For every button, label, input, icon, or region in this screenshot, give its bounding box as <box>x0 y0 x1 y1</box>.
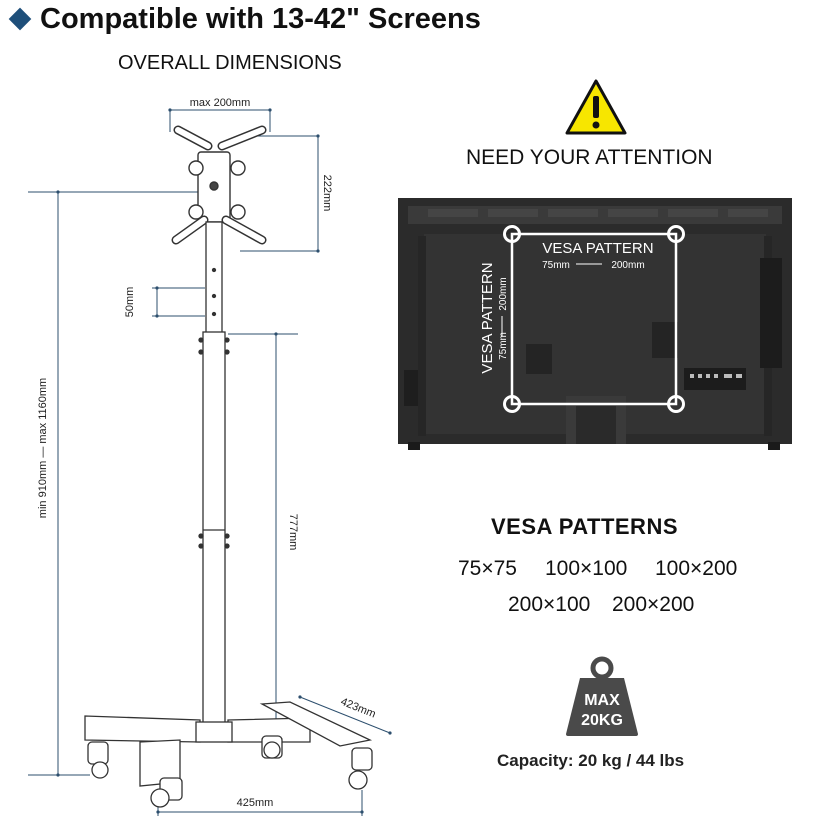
diamond-bullet-icon <box>8 7 32 31</box>
dim-label-base-width: 425mm <box>237 797 274 809</box>
section-subtitle: OVERALL DIMENSIONS <box>118 52 342 74</box>
vesa-bracket <box>171 125 267 245</box>
vesa-horizontal-label: VESA PATTERN <box>542 240 653 257</box>
tv-stand-diagram: max 200mm 222mm 50mm min 910mm — max 116… <box>28 97 392 816</box>
vesa-horizontal-max: 200mm <box>611 260 644 271</box>
page-title: Compatible with 13-42" Screens <box>40 2 481 35</box>
dim-label-overall-height: min 910mm — max 1160mm <box>37 378 49 518</box>
vesa-pattern-item: 100×200 <box>655 557 738 580</box>
dim-label-pole-height: 777mm <box>287 514 299 551</box>
dim-label-bracket-height: 222mm <box>321 175 333 212</box>
tv-back-panel: VESA PATTERN 75mm 200mm VESA PATTERN 75m… <box>398 198 792 450</box>
title-row: Compatible with 13-42" Screens <box>6 0 481 38</box>
vesa-vertical-max: 200mm <box>498 277 509 310</box>
vesa-pattern-item: 100×100 <box>545 557 628 580</box>
dim-label-adjust-step: 50mm <box>124 287 136 318</box>
capacity-label: Capacity: 20 kg / 44 lbs <box>497 751 685 770</box>
attention-label: NEED YOUR ATTENTION <box>466 146 713 169</box>
weight-badge-icon: MAX 20KG <box>566 656 638 736</box>
vesa-horizontal-min: 75mm <box>542 260 570 271</box>
vesa-vertical-label: VESA PATTERN <box>479 262 496 373</box>
dim-label-base-depth: 423mm <box>339 696 378 721</box>
stand-pole <box>198 221 230 733</box>
weight-badge-line2: 20KG <box>581 712 623 729</box>
vesa-patterns-heading: VESA PATTERNS <box>491 514 679 539</box>
vesa-outline <box>510 232 678 406</box>
vesa-vertical-min: 75mm <box>498 332 509 360</box>
vesa-pattern-item: 200×200 <box>612 593 695 616</box>
stand-base <box>84 701 373 808</box>
warning-triangle-icon <box>565 79 627 135</box>
vesa-pattern-item: 200×100 <box>508 593 591 616</box>
vesa-pattern-item: 75×75 <box>458 557 517 580</box>
dim-label-bracket-width: max 200mm <box>190 97 251 109</box>
weight-badge-line1: MAX <box>584 692 620 709</box>
